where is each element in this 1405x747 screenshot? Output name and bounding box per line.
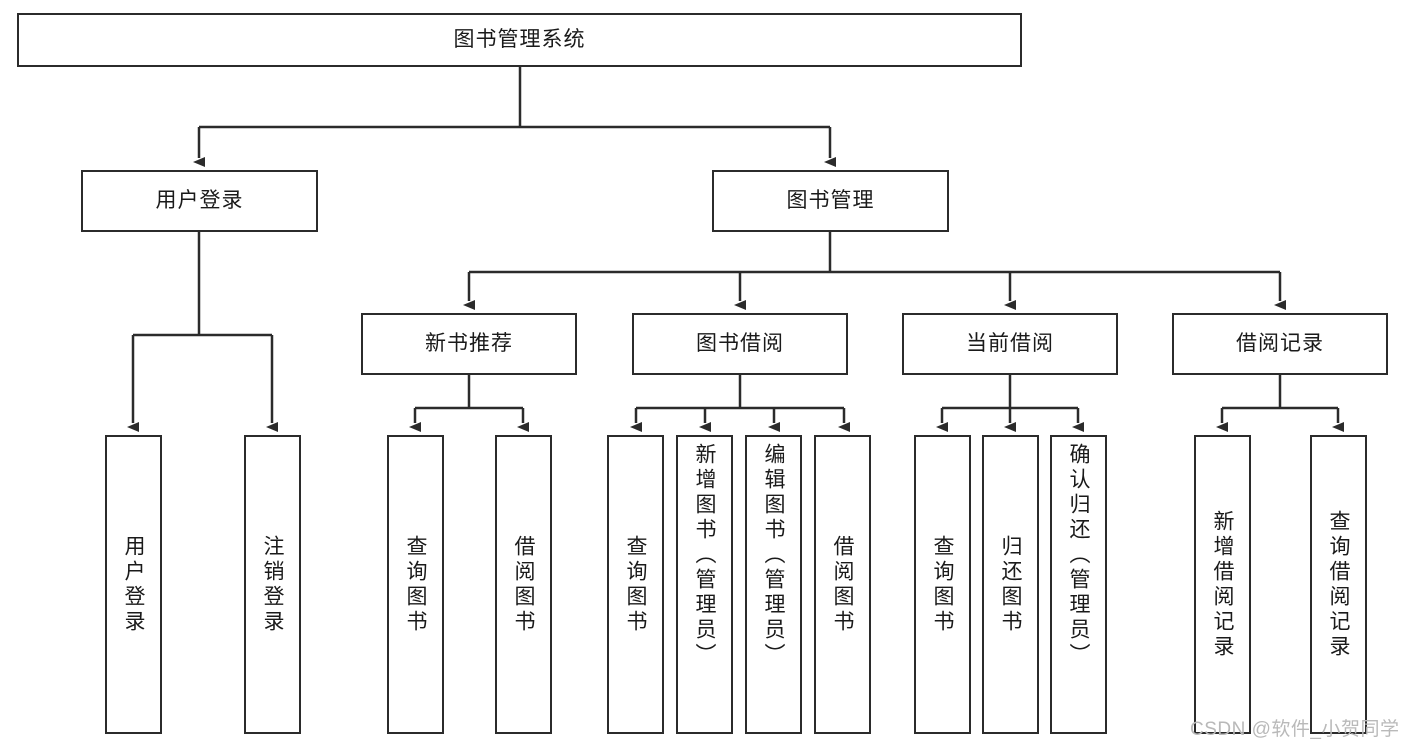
node-user-login[interactable]: 用户登录 — [81, 170, 318, 232]
leaf-borrow-book-newbook[interactable]: 借阅图书 — [495, 435, 552, 734]
node-label: 用户登录 — [155, 189, 244, 213]
node-label: 确认归还（管理员） — [1067, 443, 1090, 668]
leaf-return-book[interactable]: 归还图书 — [982, 435, 1039, 734]
node-label: 用户登录 — [122, 534, 145, 635]
node-label: 新增借阅记录 — [1211, 509, 1234, 660]
leaf-edit-book-admin[interactable]: 编辑图书（管理员） — [745, 435, 802, 734]
node-book-management[interactable]: 图书管理 — [712, 170, 949, 232]
node-label: 借阅图书 — [831, 534, 854, 635]
node-label: 查询借阅记录 — [1327, 509, 1350, 660]
node-label: 查询图书 — [931, 534, 954, 635]
leaf-query-book-newbook[interactable]: 查询图书 — [387, 435, 444, 734]
node-label: 注销登录 — [261, 534, 284, 635]
node-borrow-record[interactable]: 借阅记录 — [1172, 313, 1388, 375]
node-label: 图书借阅 — [696, 332, 784, 356]
leaf-add-borrow-record[interactable]: 新增借阅记录 — [1194, 435, 1251, 734]
leaf-add-book-admin[interactable]: 新增图书（管理员） — [676, 435, 733, 734]
node-label: 借阅图书 — [512, 534, 535, 635]
leaf-query-book-borrow[interactable]: 查询图书 — [607, 435, 664, 734]
node-book-borrow[interactable]: 图书借阅 — [632, 313, 848, 375]
node-root-system[interactable]: 图书管理系统 — [17, 13, 1022, 67]
node-label: 图书管理系统 — [453, 28, 586, 52]
node-new-book-recommend[interactable]: 新书推荐 — [361, 313, 577, 375]
leaf-user-logout[interactable]: 注销登录 — [244, 435, 301, 734]
leaf-query-book-current[interactable]: 查询图书 — [914, 435, 971, 734]
node-label: 新书推荐 — [425, 332, 513, 356]
leaf-query-borrow-record[interactable]: 查询借阅记录 — [1310, 435, 1367, 734]
leaf-confirm-return-admin[interactable]: 确认归还（管理员） — [1050, 435, 1107, 734]
leaf-borrow-book[interactable]: 借阅图书 — [814, 435, 871, 734]
node-label: 借阅记录 — [1236, 332, 1324, 356]
node-label: 查询图书 — [624, 534, 647, 635]
leaf-user-login[interactable]: 用户登录 — [105, 435, 162, 734]
node-label: 图书管理 — [786, 189, 875, 213]
node-label: 新增图书（管理员） — [693, 443, 716, 668]
node-label: 编辑图书（管理员） — [762, 443, 785, 668]
node-label: 查询图书 — [404, 534, 427, 635]
node-label: 归还图书 — [999, 534, 1022, 635]
node-current-borrow[interactable]: 当前借阅 — [902, 313, 1118, 375]
node-label: 当前借阅 — [966, 332, 1054, 356]
